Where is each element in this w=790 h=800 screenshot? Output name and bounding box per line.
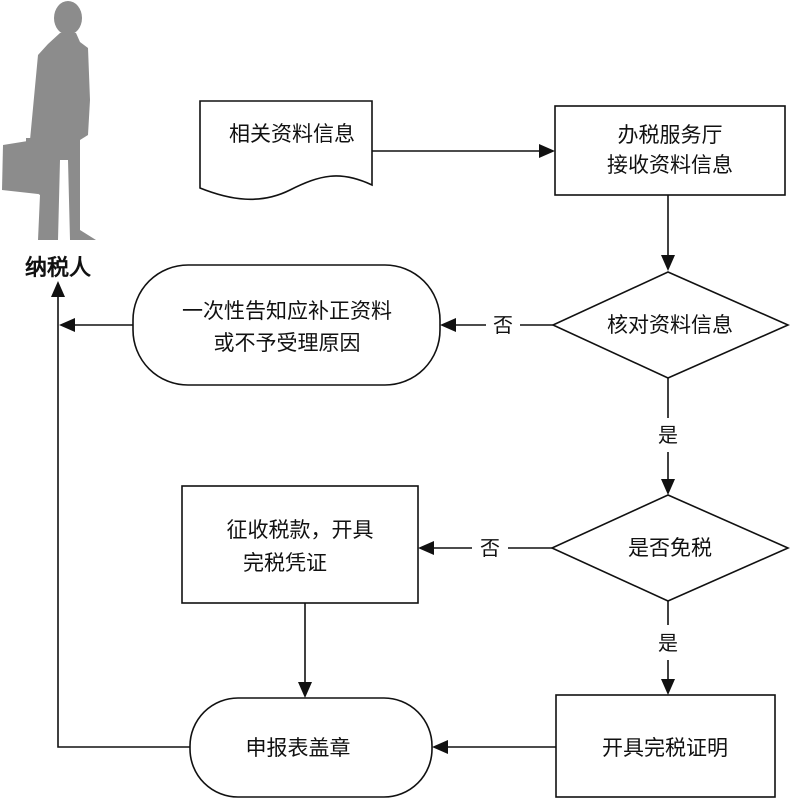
- arrowhead: [298, 682, 312, 698]
- exempt-yes-label: 是: [658, 631, 678, 655]
- collect-label-line1: 征收税款，开具: [227, 518, 374, 542]
- collect-node: [181, 485, 419, 604]
- exempt-label: 是否免税: [628, 536, 712, 560]
- receive-node: [554, 105, 786, 196]
- collect-label-line2: 完税凭证: [243, 551, 327, 575]
- arrowhead: [661, 255, 675, 271]
- arrowhead: [539, 144, 555, 158]
- stamp-label: 申报表盖章: [246, 736, 351, 760]
- exempt-no-label: 否: [480, 536, 500, 560]
- notify-node: [132, 264, 441, 386]
- documents-label: 相关资料信息: [229, 122, 355, 146]
- receive-label-line2: 接收资料信息: [607, 153, 733, 177]
- arrowhead: [418, 541, 434, 555]
- receive-label-line1: 办税服务厅: [618, 123, 723, 147]
- arrowhead: [440, 318, 456, 332]
- taxpayer-silhouette-icon: [2, 1, 96, 240]
- arrowhead: [661, 479, 675, 495]
- arrowhead: [432, 740, 448, 754]
- certificate-label: 开具完税证明: [602, 736, 728, 760]
- arrowhead: [661, 679, 675, 695]
- edge-stamp-taxpayer: [57, 296, 190, 748]
- certificate-node: [555, 694, 776, 798]
- taxpayer-label: 纳税人: [25, 255, 91, 281]
- documents-node: [199, 100, 373, 201]
- verify-yes-label: 是: [658, 423, 678, 447]
- notify-label-line1: 一次性告知应补正资料: [182, 299, 392, 323]
- arrowhead: [59, 318, 75, 332]
- verify-label: 核对资料信息: [607, 313, 733, 337]
- arrowhead: [51, 281, 65, 297]
- verify-no-label: 否: [493, 313, 513, 337]
- notify-label-line2: 或不予受理原因: [214, 331, 361, 355]
